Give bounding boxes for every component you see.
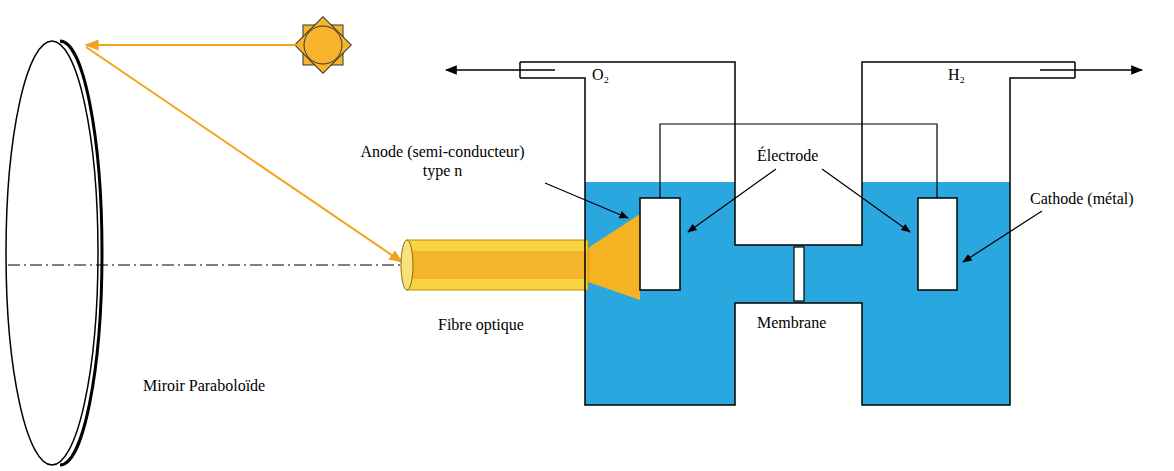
leader-arrow bbox=[822, 169, 910, 232]
part-label: Anode (semi-conducteur) type n bbox=[350, 142, 535, 180]
leader-arrow bbox=[963, 211, 1042, 262]
part-label: Fibre optique bbox=[438, 315, 524, 334]
sun-ray bbox=[295, 17, 352, 74]
light-cone bbox=[588, 214, 640, 300]
part-label: Miroir Paraboloïde bbox=[143, 376, 265, 395]
mirror-rim bbox=[60, 41, 102, 465]
light-ray bbox=[86, 47, 402, 262]
electrolyte bbox=[585, 182, 1010, 405]
light-ray bbox=[86, 44, 298, 46]
fibre-core bbox=[407, 251, 588, 279]
leader-arrow bbox=[688, 169, 776, 232]
fibre-body bbox=[407, 240, 588, 290]
gas-outlet-arrow bbox=[446, 69, 555, 71]
sun-symbol bbox=[295, 17, 352, 74]
external-wire bbox=[660, 124, 937, 198]
cathode-electrode bbox=[918, 198, 957, 290]
gas-label: O₂ bbox=[592, 65, 609, 84]
optical-axis bbox=[8, 265, 405, 266]
gas-outlet-arrow bbox=[1040, 69, 1142, 71]
cell-wall bbox=[520, 62, 1075, 245]
sun-disc bbox=[304, 26, 342, 64]
fibre-end bbox=[401, 240, 413, 290]
anode-electrode bbox=[640, 198, 680, 290]
membrane-symbol bbox=[794, 247, 804, 301]
leader-arrow bbox=[545, 183, 628, 218]
mirror-outline bbox=[6, 41, 98, 465]
cell-wall bbox=[520, 78, 1075, 405]
gas-label: H₂ bbox=[948, 65, 965, 84]
optical-fibre bbox=[401, 240, 588, 290]
part-label: Cathode (métal) bbox=[1030, 189, 1134, 208]
part-label: Électrode bbox=[757, 146, 818, 165]
part-label: Membrane bbox=[757, 313, 826, 332]
